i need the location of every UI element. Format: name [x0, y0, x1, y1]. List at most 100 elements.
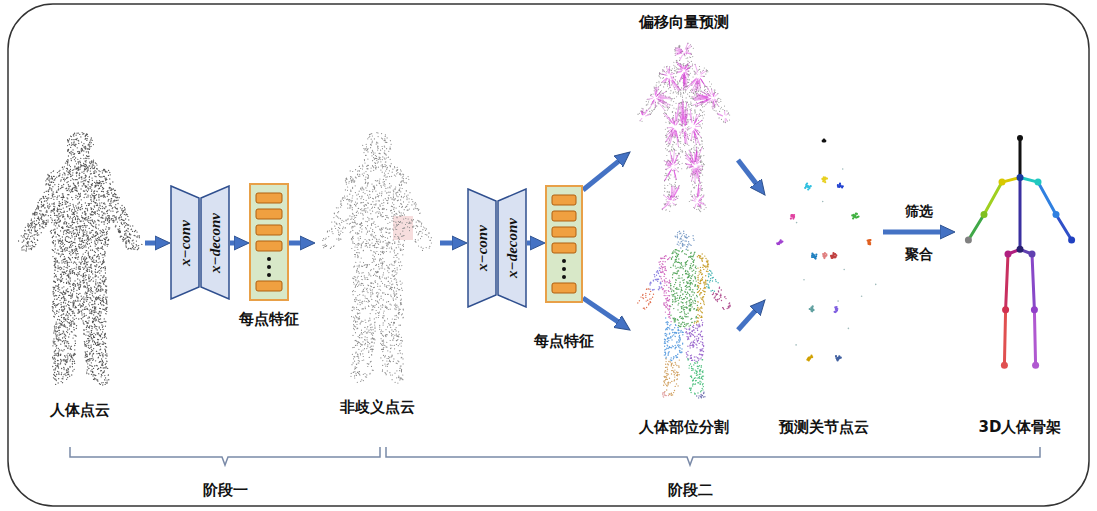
- skeleton-bone: [984, 182, 1002, 214]
- point-dots: [795, 168, 876, 346]
- skeleton-joint: [1029, 251, 1036, 258]
- deconv-layer: x−deconv: [497, 188, 527, 308]
- stage-bracket: [386, 447, 1040, 465]
- feature-bar: [552, 211, 576, 221]
- trapezoid: [201, 186, 229, 299]
- feature-bars: [251, 185, 287, 299]
- node-caption: 人体点云: [50, 400, 110, 420]
- joint-cloud-figure: 预测关节点云: [765, 135, 883, 437]
- trapezoid: [498, 189, 526, 307]
- point-dots: [776, 239, 783, 245]
- flow-arrow: [440, 241, 458, 246]
- ellipsis-dot: [267, 257, 271, 261]
- ellipsis-dot: [267, 273, 271, 277]
- stage-bracket: [70, 447, 380, 465]
- feature-bar: [256, 209, 282, 219]
- point-dots: [674, 231, 694, 251]
- point-dots: [694, 253, 710, 323]
- point-dots: [322, 132, 432, 384]
- point-dots: [664, 317, 684, 361]
- feature-bar: [552, 283, 576, 293]
- skeleton-joint: [1032, 362, 1039, 369]
- skeleton-bone: [1004, 310, 1005, 366]
- skeleton-joint: [1005, 251, 1012, 258]
- skeleton-joint: [1035, 179, 1042, 186]
- point-dots: [822, 139, 827, 143]
- flow-arrow: [738, 160, 760, 188]
- flow-arrow: [583, 158, 623, 190]
- feature-box: 每点特征: [545, 185, 583, 303]
- segmentation-figure: 人体部位分割: [630, 225, 738, 437]
- skeleton-bone: [1019, 138, 1022, 177]
- point-dots: [809, 305, 815, 312]
- point-cloud-figure: 非歧义点云: [315, 125, 440, 417]
- stage-label: 阶段二: [666, 481, 715, 499]
- point-dots: [637, 288, 654, 310]
- feature-box: 每点特征: [249, 183, 289, 301]
- point-dots: [834, 306, 839, 313]
- point-dots: [804, 183, 812, 191]
- skeleton-figure: 3D人体骨架: [955, 135, 1085, 437]
- feature-bar: [552, 195, 576, 205]
- conv-layer: x−conv: [467, 188, 497, 308]
- point-dots: [806, 355, 813, 362]
- point-dots: [811, 252, 818, 259]
- trapezoid: [468, 189, 496, 307]
- skeleton-joint: [1001, 362, 1008, 369]
- point-dots: [706, 270, 719, 292]
- point-dots: [712, 287, 731, 311]
- ellipsis-dot: [562, 267, 566, 271]
- skeleton-joint: [1017, 246, 1024, 253]
- flow-arrow: [527, 241, 536, 246]
- stage-label: 阶段一: [201, 481, 250, 499]
- point-dots: [835, 355, 842, 362]
- flow-arrow: [145, 241, 161, 246]
- point-dots: [822, 252, 828, 259]
- node-caption: 偏移向量预测: [639, 12, 729, 32]
- point-dots: [638, 42, 731, 212]
- point-clouds: [18, 42, 1075, 398]
- edge-label: 筛选: [903, 202, 935, 220]
- flow-arrow: [583, 298, 623, 325]
- layer-label: x−deconv: [205, 213, 225, 273]
- feature-bar: [256, 225, 282, 235]
- skeleton-joint: [981, 211, 988, 218]
- ellipsis-dot: [267, 265, 271, 269]
- node-caption: 3D人体骨架: [979, 417, 1062, 437]
- feature-bar: [552, 243, 576, 253]
- node-caption: 每点特征: [239, 309, 299, 329]
- feature-bar: [552, 227, 576, 237]
- node-caption: 预测关节点云: [779, 417, 869, 437]
- point-dots: [658, 255, 671, 322]
- deconv-layer: x−deconv: [200, 185, 230, 300]
- skeleton-joint: [1002, 306, 1009, 313]
- point-cloud-figure: 人体点云: [15, 125, 145, 420]
- skeleton-joint: [1031, 306, 1038, 313]
- feature-bar: [256, 241, 282, 251]
- point-dots: [649, 267, 662, 291]
- flow-arrow: [883, 230, 946, 235]
- skeleton-joint: [965, 237, 972, 244]
- skeleton-joint: [1017, 135, 1023, 141]
- offset-figure: 偏移向量预测: [630, 12, 738, 217]
- layer-label: x−conv: [472, 225, 492, 271]
- point-dots: [790, 214, 795, 220]
- node-caption: 每点特征: [534, 331, 594, 351]
- point-dots: [821, 176, 828, 183]
- point-dots: [830, 252, 838, 259]
- ellipsis-dot: [562, 275, 566, 279]
- skeleton-joint: [1017, 174, 1024, 181]
- point-dots: [851, 213, 859, 220]
- flow-arrow: [738, 307, 759, 330]
- trapezoid: [171, 186, 199, 299]
- offset-vectors: [640, 43, 728, 210]
- point-dots: [684, 320, 704, 363]
- feature-bars: [547, 187, 581, 301]
- layer-label: x−deconv: [502, 218, 522, 278]
- skeleton-bone: [1038, 182, 1056, 214]
- skeleton-bone: [968, 215, 984, 241]
- panel-border: [8, 4, 1089, 506]
- skeleton-bone: [1034, 310, 1035, 366]
- skeleton-bone: [1006, 254, 1008, 310]
- point-dots: [663, 358, 680, 396]
